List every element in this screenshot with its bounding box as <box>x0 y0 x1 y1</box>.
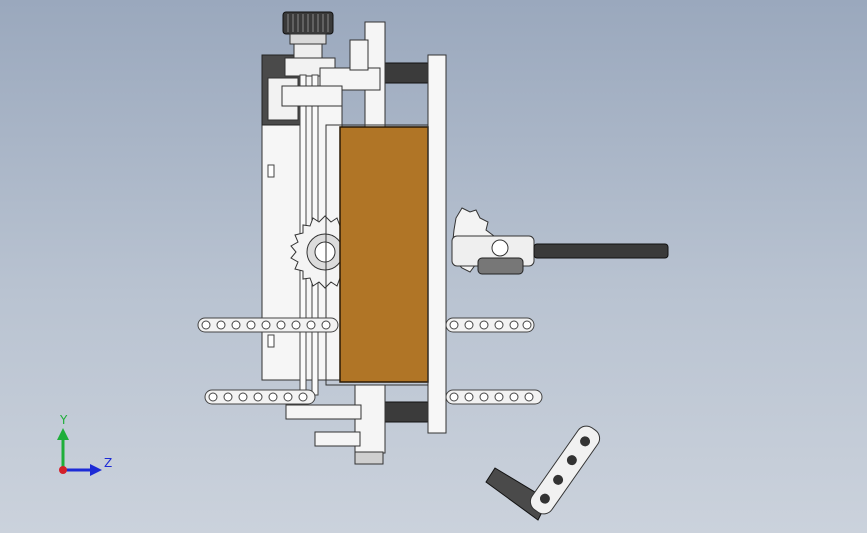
lower-foot <box>354 451 384 465</box>
upper-clamp-block <box>349 39 369 71</box>
motor-hub <box>289 33 327 45</box>
lower-clamp-arm-2 <box>285 404 362 420</box>
lower-rod <box>381 401 431 423</box>
housing-slot-top <box>267 164 275 178</box>
lower-clamp-arm <box>314 431 361 447</box>
axis-triad <box>57 428 102 476</box>
coupling-bolt <box>491 239 509 257</box>
upper-clamp-arm-2 <box>281 85 343 107</box>
lower-chain <box>204 389 543 405</box>
y-axis-arrow <box>57 428 69 440</box>
wood-block <box>339 126 429 383</box>
z-axis-label: Z <box>104 456 113 470</box>
coupling-lower <box>477 257 524 275</box>
drive-shaft <box>533 243 669 259</box>
z-axis-arrow <box>90 464 102 476</box>
detached-bracket <box>485 425 601 521</box>
upper-rod <box>381 62 431 84</box>
housing-slot-bottom <box>267 334 275 348</box>
wood-block-border <box>325 124 429 386</box>
x-axis-dot <box>59 466 67 474</box>
knurl-lines <box>287 14 329 32</box>
right-end-plate <box>427 54 447 434</box>
y-axis-label: Y <box>60 413 68 427</box>
motor-collar <box>293 43 323 59</box>
upper-chain <box>197 317 535 333</box>
